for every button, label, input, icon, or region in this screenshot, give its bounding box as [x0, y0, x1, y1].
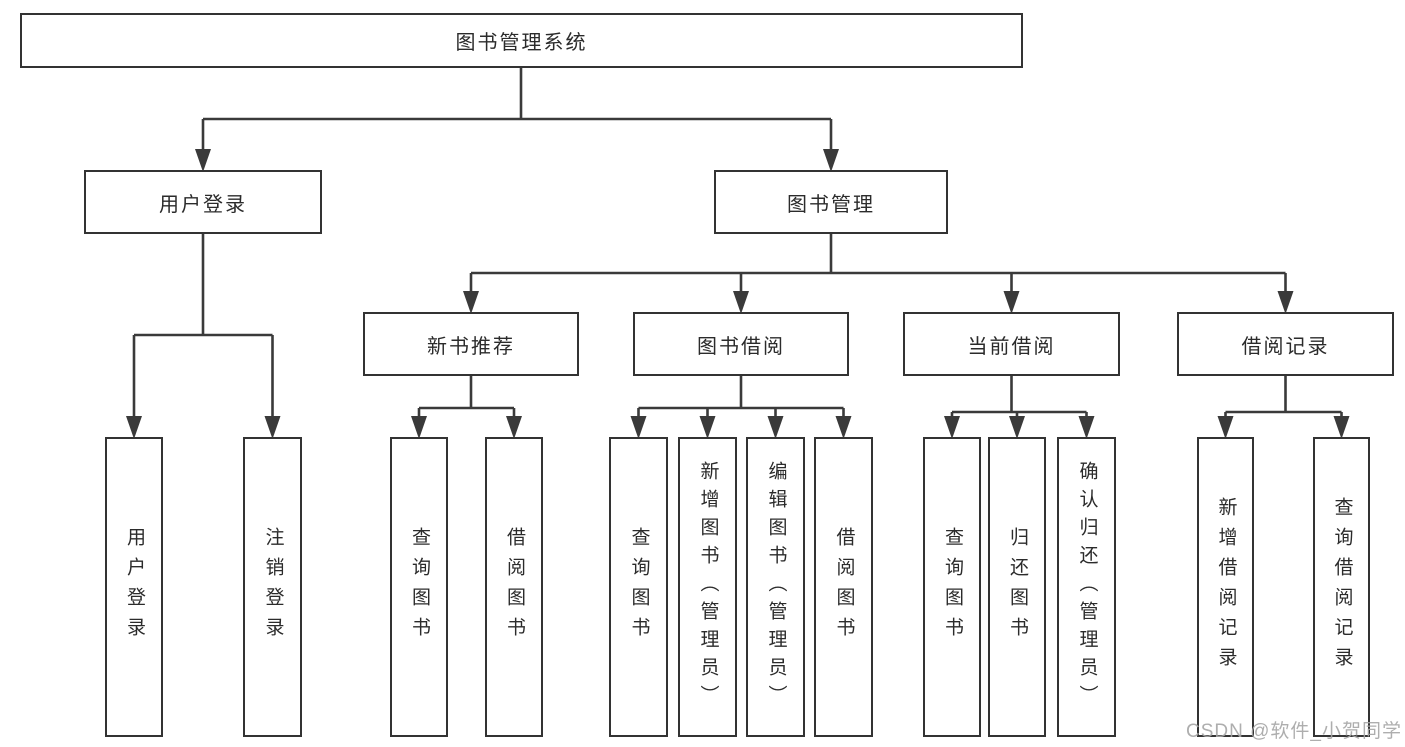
arrowhead-icon: [126, 416, 142, 439]
leaf-borrowing-query-books: 查询图书: [609, 437, 668, 737]
arrowhead-icon: [1333, 416, 1350, 439]
arrowhead-icon: [1277, 291, 1294, 314]
connector-root-to-level2: [201, 68, 833, 150]
leaf-records-add-record: 新增借阅记录: [1197, 437, 1254, 737]
arrowhead-icon: [733, 291, 749, 314]
leaf-records-query-record: 查询借阅记录: [1313, 437, 1370, 737]
arrowhead-icon: [195, 149, 211, 172]
arrowhead-icon: [264, 416, 281, 439]
node-current-borrowing: 当前借阅: [903, 312, 1120, 376]
arrowhead-icon: [630, 416, 647, 439]
connector-userlogin-to-leaves: [132, 234, 274, 418]
arrowhead-icon: [699, 416, 716, 439]
connector-current-to-leaves: [950, 376, 1088, 418]
leaf-recommend-query-books: 查询图书: [390, 437, 448, 737]
arrowhead-icon: [1009, 416, 1025, 439]
leaf-current-confirm-return-admin: 确认归还（管理员）: [1057, 437, 1116, 737]
arrowhead-icon: [411, 416, 427, 439]
leaf-user-login: 用户登录: [105, 437, 163, 737]
node-borrowing-records: 借阅记录: [1177, 312, 1394, 376]
arrowhead-icon: [823, 149, 839, 172]
arrowhead-icon: [767, 416, 784, 439]
leaf-borrowing-borrow-books: 借阅图书: [814, 437, 873, 737]
node-library-management-system: 图书管理系统: [20, 13, 1023, 68]
arrowhead-icon: [1078, 416, 1095, 439]
leaf-current-return-books: 归还图书: [988, 437, 1046, 737]
leaf-borrowing-add-books-admin: 新增图书（管理员）: [678, 437, 737, 737]
connector-recommend-to-leaves: [417, 376, 516, 418]
connector-borrowing-to-leaves: [637, 376, 845, 418]
arrowhead-icon: [463, 291, 479, 314]
leaf-recommend-borrow-books: 借阅图书: [485, 437, 543, 737]
node-user-login: 用户登录: [84, 170, 322, 234]
arrowhead-icon: [506, 416, 522, 439]
node-new-book-recommend: 新书推荐: [363, 312, 579, 376]
leaf-borrowing-edit-books-admin: 编辑图书（管理员）: [746, 437, 805, 737]
arrowhead-icon: [1003, 291, 1020, 314]
arrowhead-icon: [944, 416, 960, 439]
leaf-current-query-books: 查询图书: [923, 437, 981, 737]
leaf-logout: 注销登录: [243, 437, 302, 737]
node-book-management: 图书管理: [714, 170, 948, 234]
watermark-csdn: CSDN @软件_小贺同学: [1186, 721, 1402, 742]
connector-bookmgmt-to-level3: [469, 234, 1287, 294]
node-book-borrowing: 图书借阅: [633, 312, 849, 376]
arrowhead-icon: [1217, 416, 1234, 439]
connector-records-to-leaves: [1224, 376, 1343, 418]
arrowhead-icon: [835, 416, 852, 439]
